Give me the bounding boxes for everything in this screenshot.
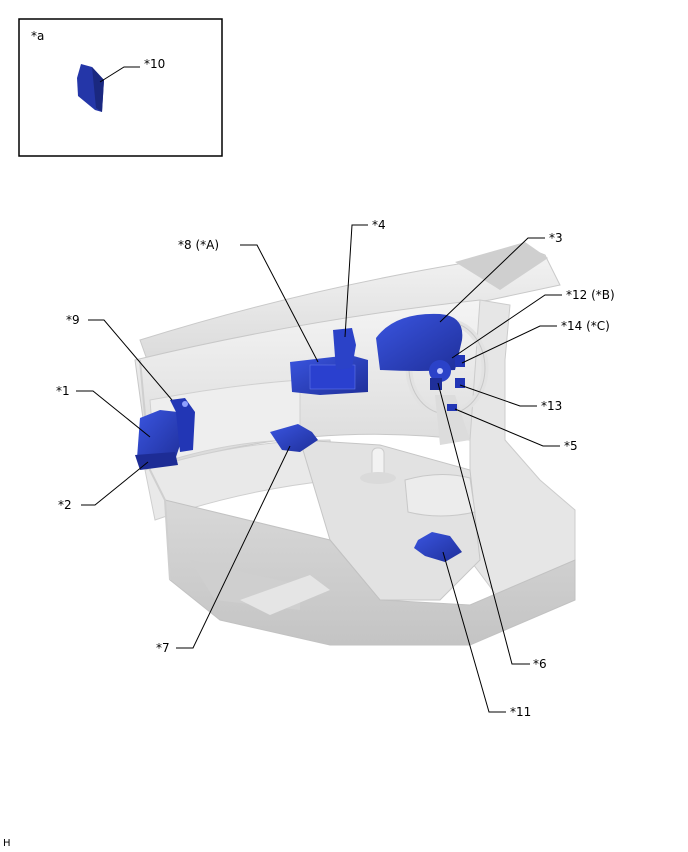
- callout-14: *14 (*C): [561, 319, 610, 333]
- component-3-icon: [376, 313, 463, 371]
- callout-10: *10: [144, 57, 165, 71]
- component-8-icon: [290, 355, 368, 395]
- callout-12: *12 (*B): [566, 288, 615, 302]
- component-5-icon: [447, 404, 457, 411]
- callout-7: *7: [156, 641, 170, 655]
- component-1-2-9-icon: [135, 398, 195, 470]
- callout-4: *4: [372, 218, 386, 232]
- inset-label: *a: [31, 29, 44, 43]
- callout-9: *9: [66, 313, 80, 327]
- component-11-icon: [414, 532, 462, 562]
- callout-1: *1: [56, 384, 70, 398]
- inset-panel: *a *10: [18, 18, 223, 157]
- callout-13: *13: [541, 399, 562, 413]
- callout-8: *8 (*A): [178, 238, 219, 252]
- callout-5: *5: [564, 439, 578, 453]
- component-6-12-13-14-icon: [429, 355, 465, 390]
- callout-2: *2: [58, 498, 72, 512]
- vehicle-interior-illustration: [134, 242, 576, 646]
- illustration-code: H: [3, 838, 11, 849]
- callout-6: *6: [533, 657, 547, 671]
- callout-3: *3: [549, 231, 563, 245]
- callout-labels: *8 (*A) *4 *3 *12 (*B) *14 (*C) *13 *5 *…: [56, 218, 615, 719]
- leader-lines: [76, 224, 562, 713]
- component-7-icon: [270, 424, 318, 452]
- callout-11: *11: [510, 705, 531, 719]
- components: [135, 313, 465, 562]
- component-4-icon: [333, 328, 356, 370]
